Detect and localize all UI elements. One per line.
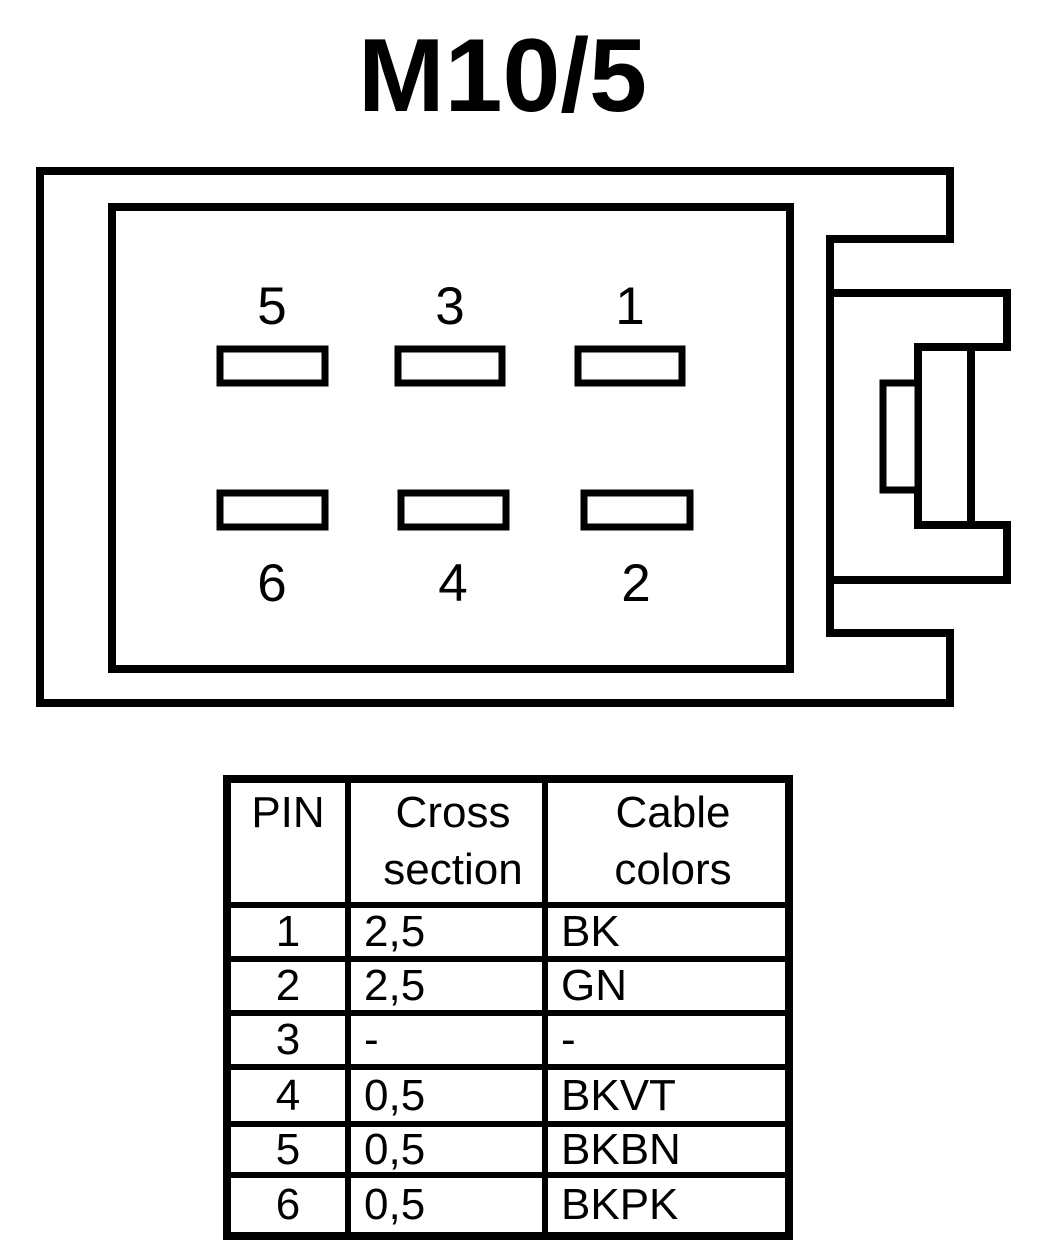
pin-slot-2: [580, 489, 694, 531]
cable-color-cell: BKVT: [548, 1070, 785, 1121]
pin-label-5: 5: [257, 277, 286, 336]
pin-label-4: 4: [438, 554, 467, 613]
pin-slot-5: [216, 345, 329, 387]
pin-table: PIN Cross section Cable colors 1 2,5 BK …: [223, 775, 793, 1240]
cable-color-cell: -: [548, 1016, 785, 1064]
cross-section-cell: 0,5: [351, 1127, 542, 1172]
pin-slot-1: [574, 345, 686, 387]
header-cross-section: Cross section: [351, 783, 542, 902]
cross-section-cell: -: [351, 1016, 542, 1064]
pin-cell: 1: [231, 908, 345, 956]
pin-label-3: 3: [435, 277, 464, 336]
cross-section-cell: 2,5: [351, 908, 542, 956]
cable-color-cell: BKPK: [548, 1178, 785, 1232]
page-title: M10/5: [357, 18, 648, 134]
pin-slot-6: [216, 489, 329, 531]
cross-section-cell: 0,5: [351, 1178, 542, 1232]
pin-cell: 3: [231, 1016, 345, 1064]
pin-label-1: 1: [615, 277, 644, 336]
header-cable-colors: Cable colors: [548, 783, 785, 902]
pin-slot-3: [394, 345, 506, 387]
cross-section-cell: 2,5: [351, 962, 542, 1010]
connector-key-latch: [879, 379, 922, 494]
pin-slot-4: [397, 489, 510, 531]
cable-color-cell: GN: [548, 962, 785, 1010]
cross-section-cell: 0,5: [351, 1070, 542, 1121]
pin-cell: 4: [231, 1070, 345, 1121]
connector-key-profile: [826, 289, 1011, 584]
pin-cell: 5: [231, 1127, 345, 1172]
pin-cell: 2: [231, 962, 345, 1010]
cable-color-cell: BK: [548, 908, 785, 956]
pin-cell: 6: [231, 1178, 345, 1232]
connector-diagram: 5 3 1 6 4 2: [36, 167, 1011, 707]
cable-color-cell: BKBN: [548, 1127, 785, 1172]
pin-label-2: 2: [621, 554, 650, 613]
pin-label-6: 6: [257, 554, 286, 613]
connector-cavity-outline: [108, 203, 794, 673]
header-pin: PIN: [231, 783, 345, 902]
